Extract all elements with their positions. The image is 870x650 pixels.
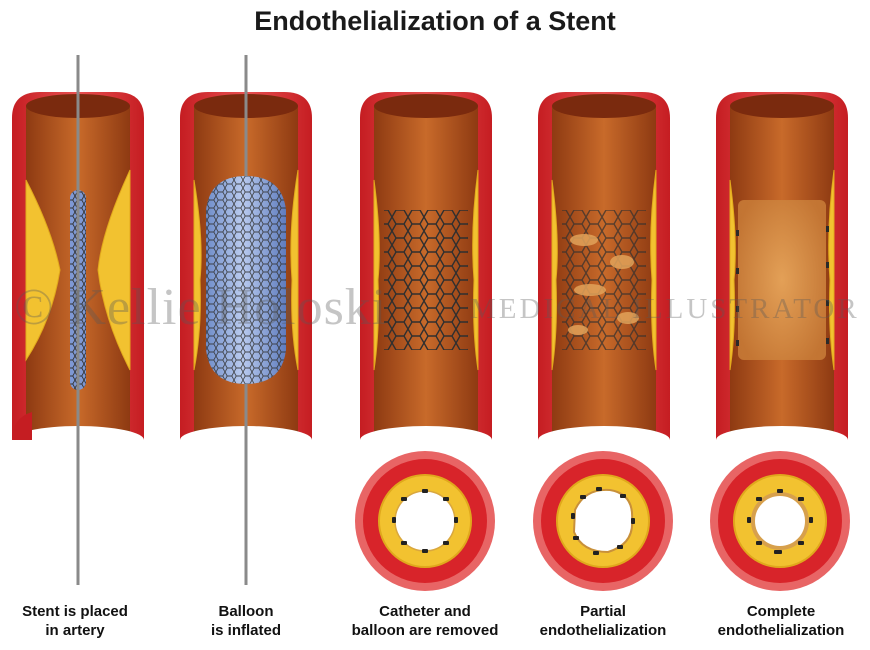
caption-line: Catheter and	[379, 603, 471, 620]
caption-complete-endo: Complete endothelialization	[696, 602, 866, 640]
caption-line: endothelialization	[539, 622, 667, 639]
caption-catheter-removed: Catheter and balloon are removed	[340, 602, 510, 640]
vessel-catheter-removed	[360, 92, 492, 454]
endothelial-patches	[568, 234, 639, 335]
caption-line: endothelialization	[717, 622, 845, 639]
vessel-partial-endo	[538, 92, 670, 454]
caption-line: Complete	[746, 603, 816, 620]
expanding-stent	[206, 176, 286, 384]
caption-line: Stent is placed	[22, 603, 128, 620]
endothelium-layer	[738, 200, 826, 360]
caption-line: balloon are removed	[351, 622, 499, 639]
caption-stent-placed: Stent is placed in artery	[0, 602, 160, 640]
cross-section-partial-endo	[533, 451, 673, 591]
watermark-name: © Kellie Holoski	[14, 279, 388, 336]
caption-line: Balloon	[218, 603, 274, 620]
caption-line: Partial	[580, 603, 626, 620]
page-title: Endothelialization of a Stent	[254, 6, 616, 36]
cross-section-complete-endo	[710, 451, 850, 591]
caption-balloon-inflated: Balloon is inflated	[161, 602, 331, 640]
caption-line: in artery	[45, 622, 105, 639]
vessel-stent-placed	[12, 55, 144, 585]
deployed-stent	[384, 210, 468, 350]
caption-line: is inflated	[210, 622, 281, 639]
caption-partial-endo: Partial endothelialization	[518, 602, 688, 640]
vessel-balloon-inflated	[180, 55, 312, 585]
cross-section-catheter-removed	[355, 451, 495, 591]
vessel-complete-endo	[716, 92, 848, 454]
watermark-role: MEDICAL ILLUSTRATOR	[470, 293, 860, 325]
